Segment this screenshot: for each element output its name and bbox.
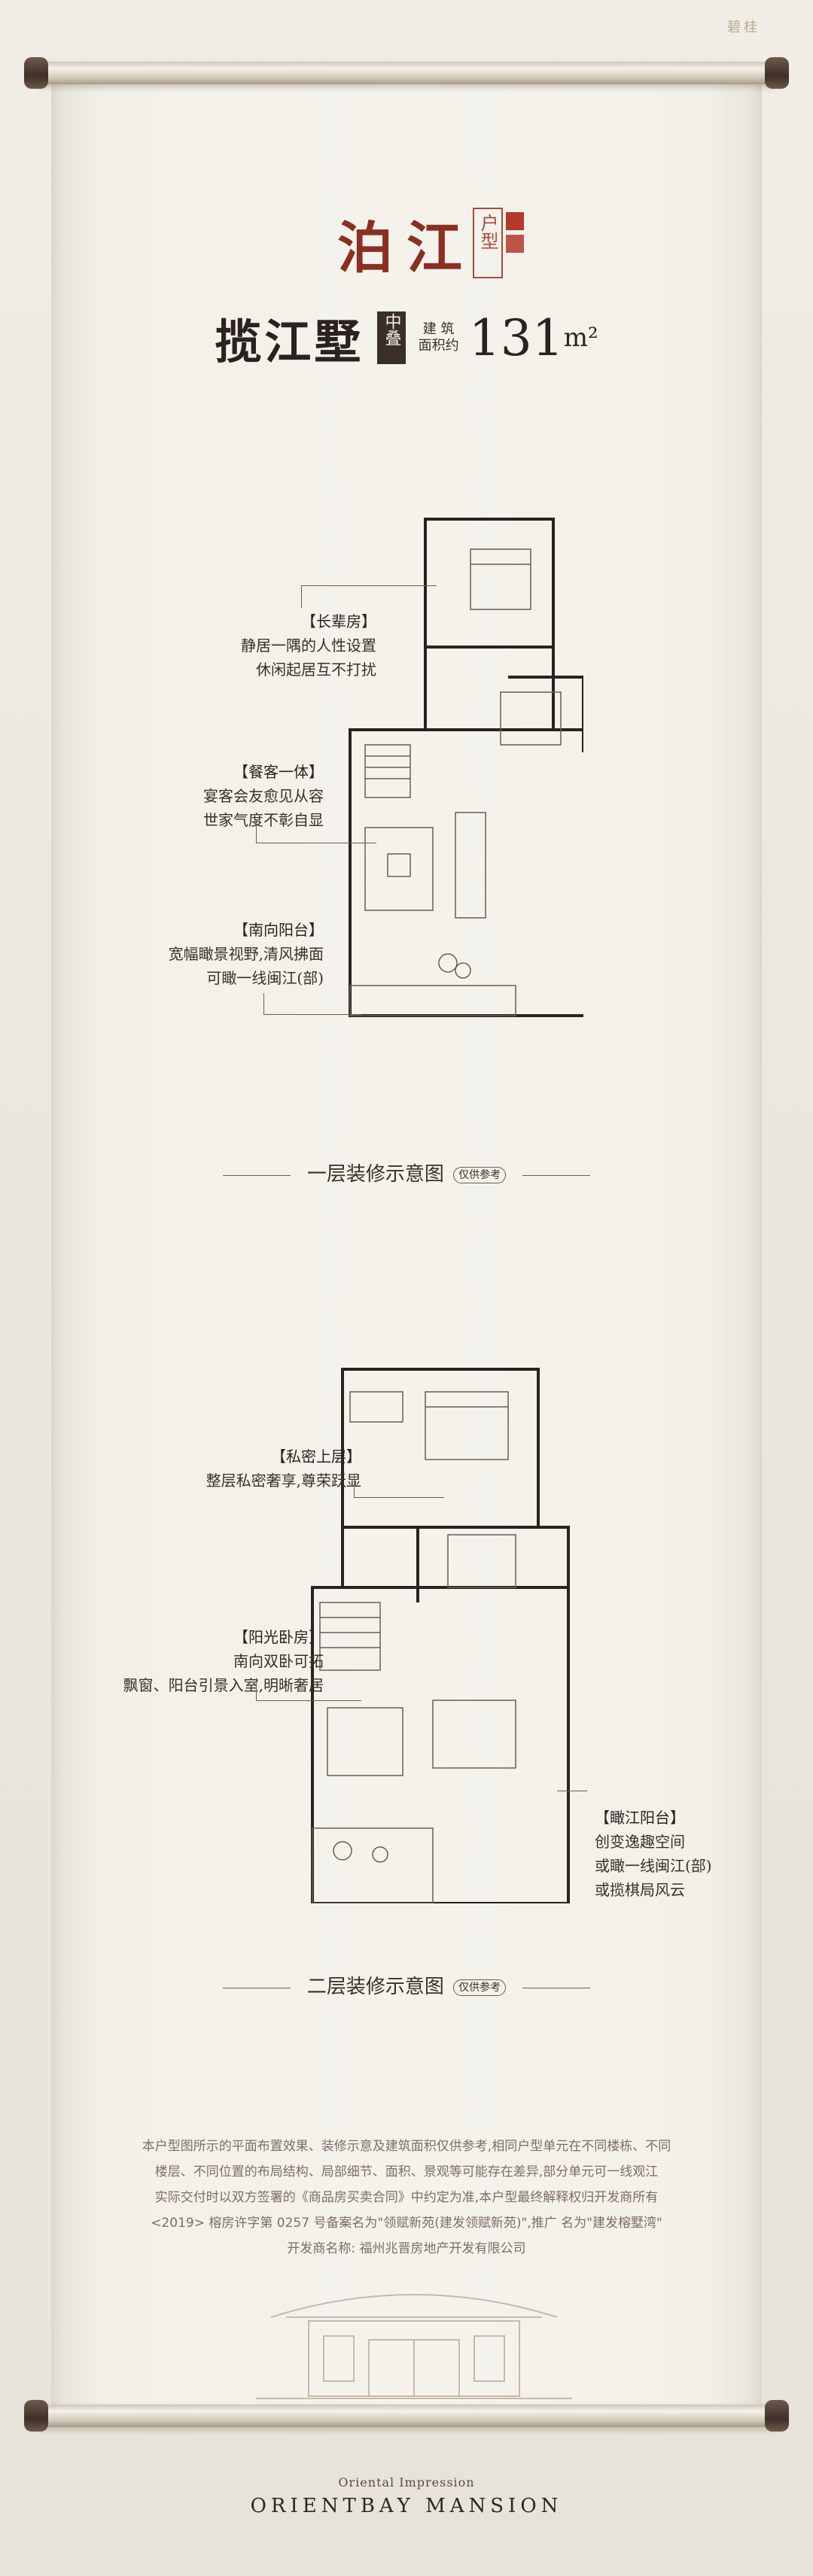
callout-head: 【瞰江阳台】 [595,1809,685,1827]
leader-line [263,993,264,1014]
coffee-table-icon [387,853,411,877]
model-name: 揽江墅 [215,314,364,369]
floor2-caption-text: 二层装修示意图 [306,1976,444,1998]
callout-head: 【长辈房】 [301,612,376,630]
huxing-label: 户型 [473,208,503,278]
callout-line: 世家气度不彰自显 [203,811,324,829]
disclaimer-line: 楼层、不同位置的布局结构、局部细节、面积、景观等可能存在差异,部分单元可一线观江 [154,2164,659,2180]
caption-rule [222,1174,291,1176]
leader-line [354,1475,355,1497]
model-tag-text: 中叠 [382,313,401,346]
callout-head: 【阳光卧房】 [233,1628,324,1646]
area-unit: m² [563,323,598,353]
callout-line: 或揽棋局风云 [595,1881,685,1899]
bed-icon [327,1707,403,1776]
kitchen-icon [500,691,562,746]
disclaimer-line: 本户型图所示的平面布置效果、装修示意及建筑面积仅供参考,相同户型单元在不同楼栋、… [142,2139,671,2154]
scroll-rod-bottom [24,2400,789,2432]
balcony-icon [349,985,516,1016]
callout-line: 飘窗、阳台引景入室,明晰奢居 [123,1676,324,1694]
callout-south-balcony: 【南向阳台】 宽幅瞰景视野,清风拂面 可瞰一线闽江(部) [113,918,324,990]
callout-head: 【餐客一体】 [233,763,324,781]
area-label: 建 筑面积约 [419,321,459,354]
callout-head: 【私密上层】 [271,1447,361,1466]
callout-line: 宴客会友愈见从容 [203,787,324,805]
floor1-caption-text: 一层装修示意图 [306,1163,444,1186]
building-illustration [256,2294,572,2399]
floor2-plan [297,1362,583,1903]
callout-elder-room: 【长辈房】 静居一隅的人性设置 休闲起居互不打扰 [128,609,376,682]
callout-line: 整层私密奢享,尊荣跃显 [206,1472,361,1490]
area-label-line2: 面积约 [418,338,459,354]
model-tag: 中叠 [376,311,406,364]
stairs-icon [319,1602,381,1671]
closet-icon [349,1391,403,1423]
floor2-plan-drawing [311,1368,570,1903]
disclaimer-line: 开发商名称: 福州兆晋房地产开发有限公司 [287,2241,526,2256]
leader-line [256,820,257,843]
sofa-icon [364,827,434,911]
rod-cap-left [24,2400,48,2432]
bathroom-icon [447,1534,516,1588]
bed-icon [470,548,531,610]
callout-river-balcony: 【瞰江阳台】 创变逸趣空间 或瞰一线闽江(部) 或揽棋局风云 [595,1806,760,1902]
model-row: 揽江墅 中叠 建 筑面积约 131m² [0,304,813,372]
disclaimer: 本户型图所示的平面布置效果、装修示意及建筑面积仅供参考,相同户型单元在不同楼栋、… [105,2134,708,2262]
footer-title: ORIENTBAY MANSION [250,2495,563,2517]
huxing-text: 户型 [477,214,498,250]
plant-icon [333,1841,352,1861]
callout-line: 宽幅瞰景视野,清风拂面 [168,945,324,963]
wall-outline [424,518,555,649]
disclaimer-line: 实际交付时以双方签署的《商品房买卖合同》中约定为准,本户型最终解释权归开发商所有 [154,2190,659,2205]
wall-outline [311,1586,570,1903]
floor1-plan-drawing [349,518,583,1017]
floor2-caption: 二层装修示意图 仅供参考 [0,1971,813,1999]
leader-line [301,585,302,608]
leader-line [256,1678,257,1700]
callout-dining-living: 【餐客一体】 宴客会友愈见从容 世家气度不彰自显 [83,760,324,832]
callout-line: 静居一隅的人性设置 [241,636,376,655]
caption-note: 仅供参考 [453,1979,507,1996]
floor1-caption: 一层装修示意图 仅供参考 [0,1159,813,1186]
footer-subtitle: Oriental Impression [338,2475,475,2489]
callout-sunny-bedroom: 【阳光卧房】 南向双卧可拓 飘窗、阳台引景入室,明晰奢居 [68,1625,324,1697]
stairs-icon [364,744,411,798]
leader-line [256,1700,361,1701]
scroll-rod-top [24,57,789,89]
seal-icon [506,235,524,253]
callout-line: 南向双卧可拓 [233,1652,324,1670]
callout-private-upper: 【私密上层】 整层私密奢享,尊荣跃显 [136,1444,361,1493]
leader-line [263,1014,361,1015]
brand-mark: 碧桂 [727,20,760,35]
seal-icon [506,212,524,230]
callout-line: 创变逸趣空间 [595,1833,685,1851]
bed-icon [432,1700,516,1769]
balcony-icon [312,1827,434,1903]
leader-line [354,1497,444,1498]
plant-icon [372,1846,388,1863]
callout-line: 可瞰一线闽江(部) [206,969,324,987]
callout-head: 【南向阳台】 [233,921,324,939]
dining-table-icon [455,812,486,919]
plant-icon [455,962,471,979]
wall-outline [341,1368,540,1529]
page-title: 泊江 [337,216,476,281]
area-value: 131 [468,308,564,367]
leader-line [301,585,437,586]
disclaimer-line: <2019> 榕房许字第 0257 号备案名为"领赋新苑(建发领赋新苑)",推广… [151,2216,662,2231]
bed-icon [425,1391,509,1460]
rod-cap-right [765,2400,789,2432]
scroll-paper [51,72,762,2417]
area-label-line1: 建 筑 [422,321,455,337]
floor1-plan [312,512,583,1061]
caption-rule [522,1174,591,1176]
rod-cap-left [24,57,48,89]
callout-line: 休闲起居互不打扰 [256,661,376,679]
plant-icon [438,953,458,973]
rod-cap-right [765,57,789,89]
callout-line: 或瞰一线闽江(部) [595,1857,712,1875]
caption-note: 仅供参考 [453,1167,507,1183]
wall-outline [349,728,583,1017]
